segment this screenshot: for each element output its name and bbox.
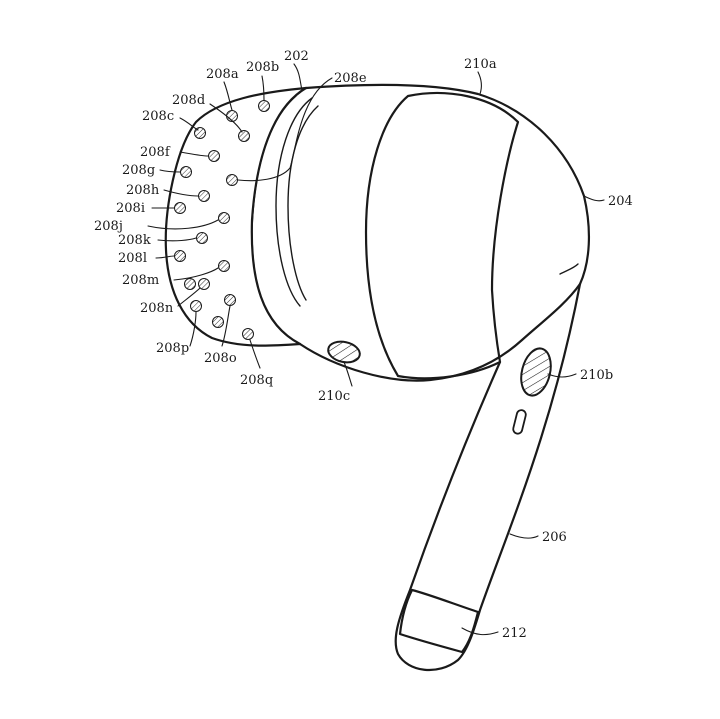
label-206: 206 xyxy=(542,530,567,545)
sensor-208p xyxy=(190,300,202,312)
sensor-208l xyxy=(174,250,186,262)
leader-212 xyxy=(461,627,499,636)
sensor-array xyxy=(174,100,270,340)
label-208b: 208b xyxy=(246,60,279,75)
leader-208l xyxy=(155,255,175,259)
sensor-208e xyxy=(226,174,238,186)
housing-seam xyxy=(559,263,579,275)
label-208n: 208n xyxy=(140,301,174,316)
sensor-208j xyxy=(218,212,230,224)
leader-208h xyxy=(163,189,199,197)
vent-210c xyxy=(327,340,361,364)
sensor-extra-2 xyxy=(184,278,196,290)
leader-208e xyxy=(237,77,333,182)
label-210a: 210a xyxy=(464,57,497,72)
leader-208c xyxy=(179,117,199,131)
sensor-208b xyxy=(258,100,270,112)
ear-tip-collar-inner xyxy=(251,95,297,339)
sensor-208f xyxy=(208,150,220,162)
label-208l: 208l xyxy=(118,251,147,266)
label-208o: 208o xyxy=(204,351,237,366)
leader-208o xyxy=(221,305,231,347)
leader-208k xyxy=(157,237,197,242)
leader-208q xyxy=(249,339,261,369)
leader-208g xyxy=(159,169,181,173)
label-208f: 208f xyxy=(140,145,171,160)
label-204: 204 xyxy=(608,194,633,209)
label-208q: 208q xyxy=(240,373,273,388)
label-208d: 208d xyxy=(172,93,205,108)
leader-lines xyxy=(147,63,605,636)
leader-208j xyxy=(147,219,219,230)
ear-tip-bore-inner xyxy=(287,105,319,301)
ear-tip xyxy=(164,86,319,347)
label-208m: 208m xyxy=(122,273,159,288)
earbud-housing xyxy=(298,83,591,382)
label-208i: 208i xyxy=(116,201,145,216)
sensor-208d xyxy=(238,130,250,142)
leader-210a xyxy=(477,71,482,95)
housing-outline xyxy=(298,83,591,382)
label-208k: 208k xyxy=(118,233,151,248)
leader-208b xyxy=(261,75,265,101)
acoustic-band-210a xyxy=(364,91,520,380)
leader-208f xyxy=(179,151,209,157)
ear-tip-bore xyxy=(275,97,313,307)
sensor-208i xyxy=(174,202,186,214)
sensor-208a xyxy=(226,110,238,122)
stem-slot xyxy=(512,409,527,435)
leader-210c xyxy=(343,361,353,387)
sensor-208g xyxy=(180,166,192,178)
label-210b: 210b xyxy=(580,368,613,383)
label-202: 202 xyxy=(284,49,309,64)
label-208e: 208e xyxy=(334,71,367,86)
earbud-stem xyxy=(394,282,582,672)
leader-210b xyxy=(547,373,577,378)
label-208g: 208g xyxy=(122,163,155,178)
sensor-208o xyxy=(224,294,236,306)
sensor-208k xyxy=(196,232,208,244)
reference-labels: 202 210a 204 206 210b 210c 212 208a 208b… xyxy=(94,49,633,641)
leader-208p xyxy=(189,311,197,347)
sensor-extra-1 xyxy=(212,316,224,328)
leader-208n xyxy=(177,287,201,307)
label-208p: 208p xyxy=(156,341,189,356)
label-208j: 208j xyxy=(94,219,123,234)
label-212: 212 xyxy=(502,626,527,641)
leader-208d xyxy=(209,103,243,133)
sensor-208h xyxy=(198,190,210,202)
stem-outline xyxy=(394,282,582,672)
stem-tip-212 xyxy=(398,588,480,654)
sensor-window-210b xyxy=(520,347,552,397)
leader-208a xyxy=(223,81,233,111)
label-208h: 208h xyxy=(126,183,160,198)
ear-tip-outline xyxy=(164,86,308,347)
leader-202 xyxy=(293,63,303,91)
label-208a: 208a xyxy=(206,67,239,82)
leader-204 xyxy=(583,195,605,202)
sensor-208n xyxy=(198,278,210,290)
leader-208m xyxy=(173,267,219,281)
label-210c: 210c xyxy=(318,389,350,404)
sensor-208c xyxy=(194,127,206,139)
leader-206 xyxy=(509,533,539,539)
sensor-208q xyxy=(242,328,254,340)
label-208c: 208c xyxy=(142,109,174,124)
sensor-208m xyxy=(218,260,230,272)
ear-tip-collar-outer xyxy=(250,86,308,346)
